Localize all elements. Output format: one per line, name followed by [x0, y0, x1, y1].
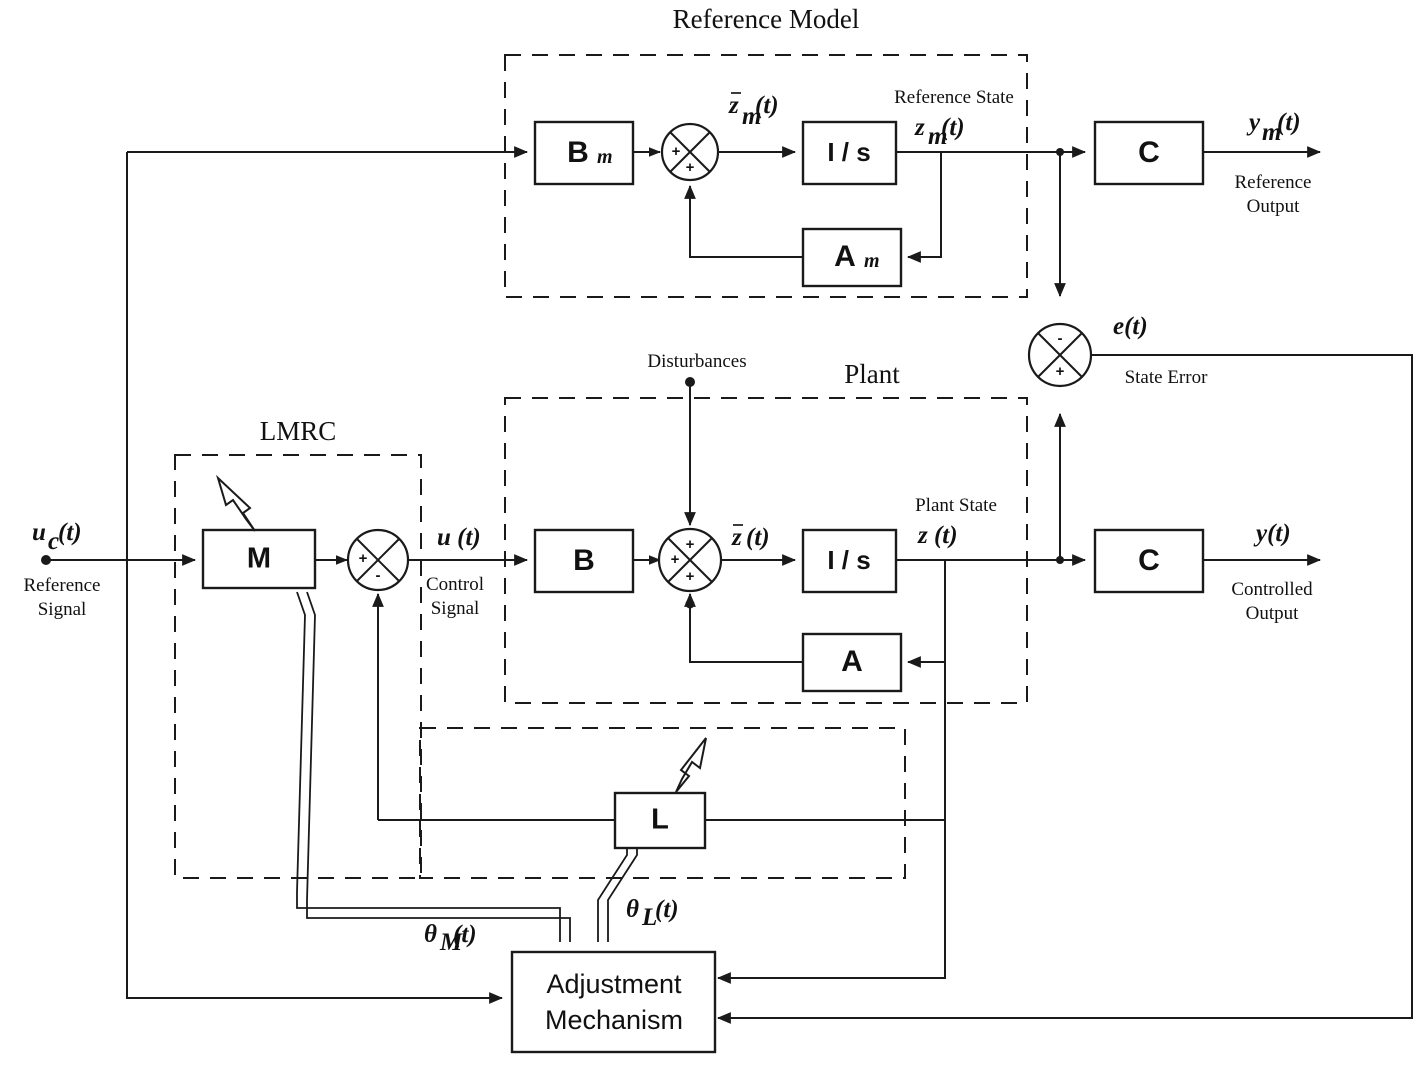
signal-u-desc-1: Control — [426, 574, 484, 595]
block-integrator-reference-label: I / s — [827, 137, 870, 167]
signal-e-math: e(t) — [1113, 313, 1148, 340]
plant-title: Plant — [844, 359, 900, 389]
signal-theta-m-math: θ — [424, 921, 437, 948]
wire-a-to-plantsum — [684, 592, 803, 663]
annotation-reference-state: Reference State — [894, 87, 1014, 108]
signal-zm-sub: m — [928, 123, 947, 150]
signal-theta-m: θ M (t) — [424, 921, 477, 956]
block-am-sublabel: m — [864, 250, 880, 272]
signal-uc-paren: (t) — [58, 519, 82, 546]
signal-zdot-math: z — [731, 524, 742, 551]
block-bm-label: B — [567, 136, 589, 169]
signal-zm-math: z — [914, 114, 925, 141]
signal-e-desc: State Error — [1125, 367, 1209, 388]
lmrc-sum-sign-left: + — [359, 550, 368, 567]
node-a-feedback — [685, 599, 695, 609]
signal-ym-desc-1: Reference — [1235, 172, 1312, 193]
theta-l-parameter-path — [597, 848, 638, 942]
annotation-plant-state: Plant State — [915, 495, 997, 516]
block-adjustment-mechanism — [510, 950, 717, 1054]
l-adjustment-arrow-icon — [675, 737, 707, 793]
error-sum-sign-bottom: + — [1056, 363, 1065, 380]
plant-sum-sign-left: + — [671, 551, 680, 568]
wire-uc-vertical-branch — [126, 152, 504, 1004]
signal-ym-math: y — [1246, 109, 1261, 136]
signal-y-desc-1: Controlled — [1231, 579, 1313, 600]
plant-group-box — [504, 397, 1028, 704]
block-c-plant-label: C — [1138, 544, 1160, 577]
signal-z-math: z (t) — [917, 522, 958, 549]
block-l-label: L — [651, 804, 669, 836]
signal-zmdot-paren: (t) — [755, 92, 779, 119]
block-m-label: M — [247, 543, 271, 575]
learning-group-box — [419, 727, 906, 879]
signal-u-desc-2: Signal — [431, 598, 480, 619]
signal-theta-m-paren: (t) — [453, 921, 477, 948]
block-m — [201, 528, 317, 590]
signal-zdot-paren: (t) — [746, 524, 770, 551]
lmrc-sum-sign-bottom: - — [376, 567, 381, 584]
block-adjustment-mechanism-label-1: Adjustment — [546, 969, 682, 999]
block-adjustment-mechanism-label-2: Mechanism — [545, 1005, 683, 1035]
signal-uc-sub: c — [48, 528, 59, 555]
signal-y-math: y(t) — [1253, 520, 1291, 547]
signal-theta-m-sub: M — [439, 929, 463, 956]
signal-u-math: u (t) — [437, 524, 481, 551]
block-c-reference — [1093, 120, 1205, 186]
signal-uc-math: u — [32, 519, 46, 546]
lmrc-group-box — [174, 454, 422, 879]
block-integrator-plant-label: I / s — [827, 545, 870, 575]
signal-zdot: z (t) — [731, 524, 770, 551]
block-c-reference-label: C — [1138, 136, 1160, 169]
error-sum-sign-top: - — [1058, 330, 1063, 347]
wire-z-to-adjustment — [716, 560, 946, 984]
wire-zm-to-am — [906, 152, 942, 263]
annotation-disturbances: Disturbances — [647, 351, 746, 372]
m-adjustment-arrow-icon — [215, 474, 256, 532]
signal-ym-desc-2: Output — [1247, 196, 1301, 217]
signal-uc: u c (t) — [32, 519, 82, 555]
signal-theta-l-paren: (t) — [655, 896, 679, 923]
plant-sum-sign-bottom: + — [686, 568, 695, 585]
block-b — [533, 528, 635, 594]
reference-sum-sign-left: + — [672, 143, 681, 160]
block-c-plant — [1093, 528, 1205, 594]
signal-uc-desc-2: Signal — [38, 599, 87, 620]
signal-zm: z m (t) — [914, 114, 965, 150]
block-b-label: B — [573, 544, 595, 577]
signal-uc-desc-1: Reference — [24, 575, 101, 596]
signal-theta-l: θ L (t) — [626, 896, 679, 931]
block-bm — [533, 120, 635, 186]
signal-y-desc-2: Output — [1246, 603, 1300, 624]
theta-m-parameter-path — [296, 591, 571, 942]
block-a-label: A — [841, 645, 863, 678]
lmrc-title: LMRC — [260, 416, 337, 446]
signal-theta-l-math: θ — [626, 896, 639, 923]
signal-theta-l-sub: L — [641, 904, 657, 931]
wire-error-to-adjustment — [716, 354, 1413, 1024]
reference-model-title: Reference Model — [673, 4, 860, 34]
reference-sum-sign-bottom: + — [686, 159, 695, 176]
signal-zmdot: z m (t) — [728, 92, 779, 130]
signal-ym-paren: (t) — [1277, 109, 1301, 136]
plant-sum-sign-top: + — [686, 536, 695, 553]
signal-ym-sub: m — [1262, 119, 1281, 146]
block-l — [613, 791, 707, 850]
reference-model-group-box — [504, 54, 1028, 298]
block-bm-sublabel: m — [597, 146, 613, 168]
signal-zmdot-math: z — [728, 92, 739, 119]
signal-zm-paren: (t) — [941, 114, 965, 141]
wire-am-to-refsum — [684, 184, 803, 258]
signal-zmdot-sub: m — [742, 103, 761, 130]
block-integrator-reference — [801, 120, 898, 186]
block-am-label: A — [834, 240, 856, 273]
signal-ym: y m (t) — [1246, 109, 1301, 146]
